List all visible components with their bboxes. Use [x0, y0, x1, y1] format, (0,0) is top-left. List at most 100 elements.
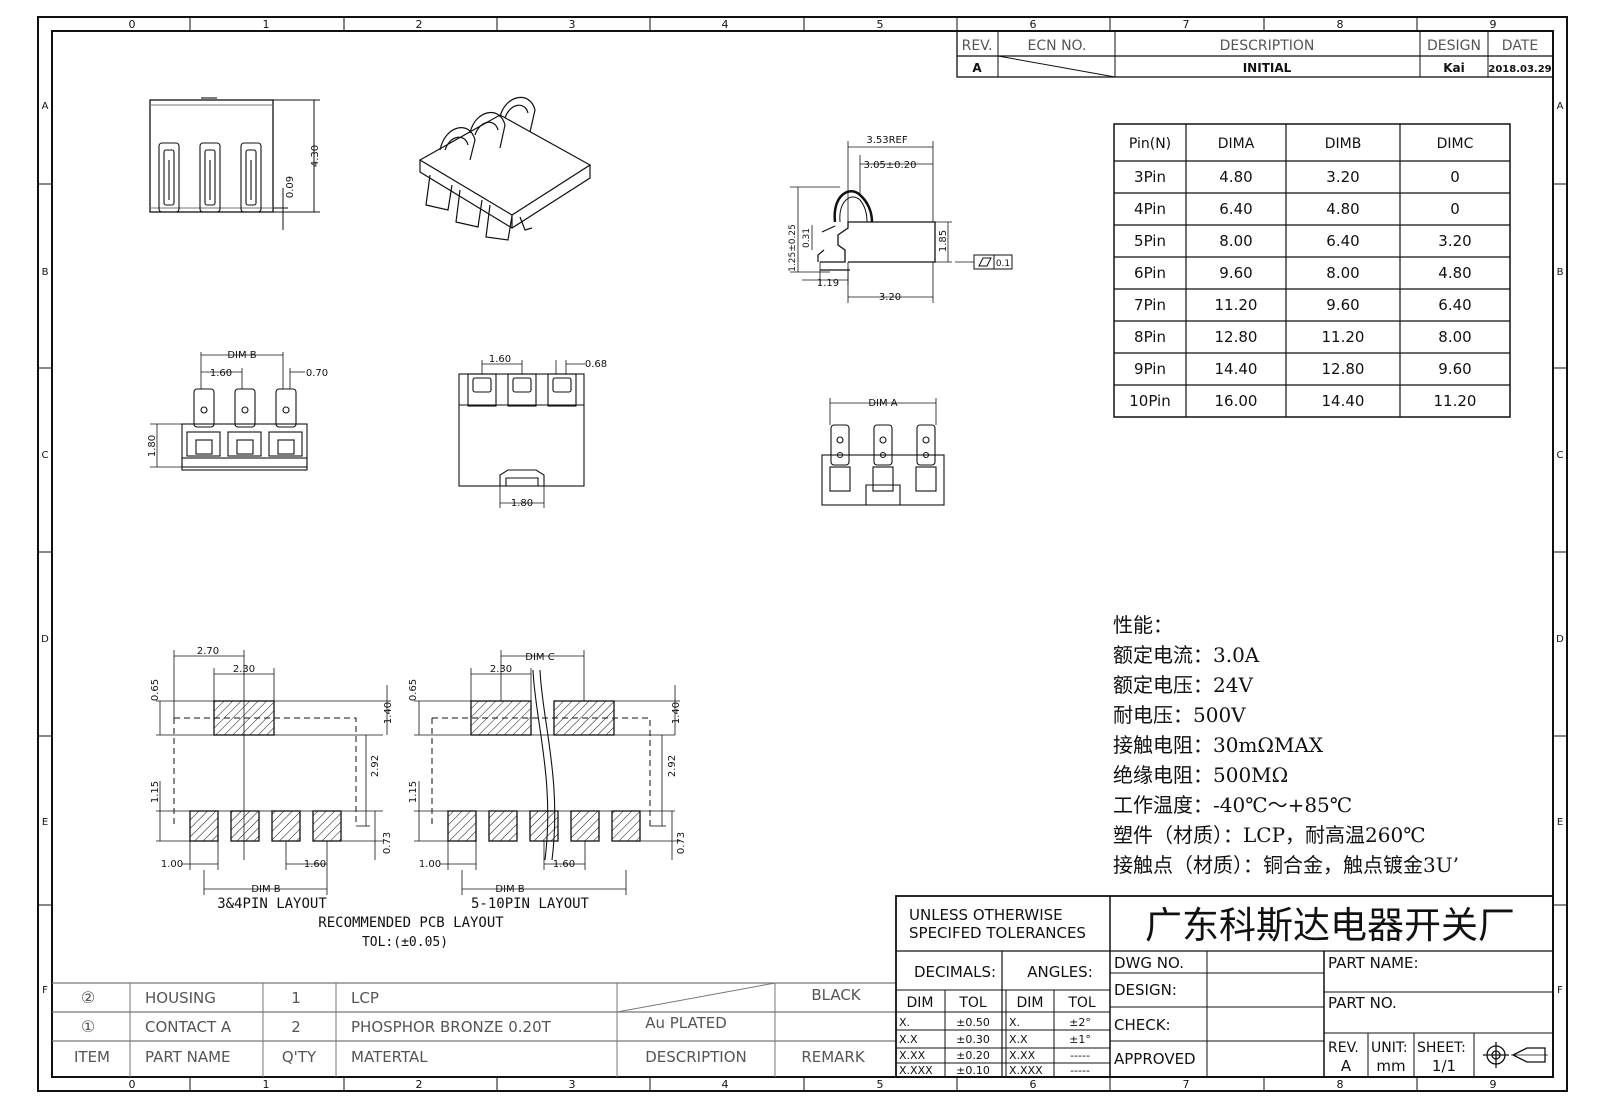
approved-label: APPROVED: [1114, 1050, 1196, 1068]
layout-caption: 3&4PIN LAYOUT: [217, 896, 327, 912]
decimals-label: DECIMALS:: [914, 963, 996, 981]
dim-label: 1.40: [383, 702, 394, 724]
zone-row-label: C: [1557, 450, 1564, 461]
table-header-cell: DIMA: [1218, 136, 1255, 152]
design-label: DESIGN:: [1114, 981, 1177, 999]
dim-label: 1.00: [161, 859, 183, 870]
company-name: 广东科斯达电器开关厂: [1145, 904, 1515, 947]
bom-header-remark: REMARK: [801, 1048, 866, 1066]
table-cell: 4Pin: [1134, 200, 1166, 218]
ang-dim: X.X: [1009, 1033, 1028, 1046]
dim-label: 3.20: [879, 292, 901, 303]
table-cell: 0: [1450, 200, 1460, 218]
dim-label: 1.60: [304, 859, 326, 870]
bom-qty: 2: [291, 1018, 301, 1036]
bom-qty: 1: [291, 989, 301, 1007]
description-header: DESCRIPTION: [1220, 38, 1315, 54]
front-view-left-dims: DIM B 1.60 0.70 1.80: [147, 350, 328, 457]
rev-label: REV.: [1328, 1040, 1359, 1056]
bom-material: PHOSPHOR BRONZE 0.20T: [351, 1018, 552, 1036]
table-cell: 0: [1450, 168, 1460, 186]
zone-col-label: 6: [1030, 18, 1037, 31]
dim-label: DIM B: [495, 884, 524, 895]
table-cell: 9.60: [1438, 360, 1471, 378]
spec-line: 接触点（材质）：铜合金，触点镀金3U’: [1113, 853, 1459, 877]
zone-row-label: C: [42, 450, 49, 461]
bom-header-desc: DESCRIPTION: [645, 1048, 747, 1066]
zone-col-label: 7: [1183, 18, 1190, 31]
revision-block: REV. ECN NO. DESCRIPTION DESIGN DATE A I…: [956, 30, 1554, 78]
dim-label: 0.73: [382, 832, 393, 854]
side-view: [790, 141, 1013, 303]
table-border: [1113, 123, 1511, 418]
pcb-tolerance: TOL:(±0.05): [362, 935, 448, 950]
dim-label: 1.80: [511, 498, 533, 509]
zone-row-label: F: [42, 985, 48, 996]
pcb-layout-title: RECOMMENDED PCB LAYOUT: [318, 915, 504, 931]
design-value: Kai: [1443, 61, 1465, 75]
table-cell: 8.00: [1438, 328, 1471, 346]
table-header-cell: DIMB: [1325, 136, 1362, 152]
spec-line: 塑件（材质）：LCP，耐高温260℃: [1113, 823, 1426, 847]
dec-dim: X.X: [899, 1033, 918, 1046]
table-cell: 10Pin: [1129, 392, 1170, 410]
tol-header: TOL: [958, 995, 987, 1011]
zone-col-ticks: [38, 17, 1567, 1091]
performance-specs: 性能：额定电流：3.0A额定电压：24V耐电压：500V接触电阻：30mΩMAX…: [1113, 613, 1459, 877]
bom-header-qty: Q'TY: [282, 1048, 317, 1066]
dim-header: DIM: [907, 995, 934, 1011]
bom-header-material: MATERTAL: [351, 1048, 428, 1066]
dim-header: DIM: [1017, 995, 1044, 1011]
table-cell: 6Pin: [1134, 264, 1166, 282]
zone-row-label: A: [1557, 101, 1564, 112]
dec-dim: X.XX: [899, 1049, 926, 1062]
zone-row-label: F: [1557, 985, 1563, 996]
sheet-value: 1/1: [1432, 1057, 1456, 1075]
table-cell: 11.20: [1215, 296, 1258, 314]
design-header: DESIGN: [1427, 38, 1481, 54]
isometric-view: [418, 96, 592, 241]
rev-value: A: [1341, 1057, 1352, 1075]
zone-col-label: 8: [1337, 18, 1344, 31]
sheet-label: SHEET:: [1417, 1040, 1466, 1056]
dec-dim: X.XXX: [899, 1064, 933, 1077]
table-cell: 4.80: [1438, 264, 1471, 282]
dim-label: DIM B: [251, 884, 280, 895]
ang-dim: X.: [1009, 1016, 1020, 1029]
table-cell: 12.80: [1215, 328, 1258, 346]
pcb-layout-right: DIM C 2.30 0.65 1.40 2.92 1.15 0.73 1.00…: [408, 650, 687, 912]
zone-row-label: E: [42, 817, 48, 828]
pcb-layout-left: 2.70 2.30 0.65 1.40 2.92 1.15 0.73 1.00 …: [150, 646, 394, 912]
check-label: CHECK:: [1114, 1016, 1171, 1034]
ang-tol: ±1°: [1069, 1033, 1091, 1046]
table-cell: 4.80: [1326, 200, 1359, 218]
zone-row-label: B: [1557, 267, 1564, 278]
dim-label: 1.80: [147, 435, 158, 457]
dim-label: 2.92: [667, 755, 678, 777]
zone-col-label: 5: [877, 18, 884, 31]
sheet-border: [37, 16, 1568, 1092]
dim-label: 1.60: [489, 354, 511, 365]
zone-row-label: E: [1557, 817, 1563, 828]
zone-col-label: 5: [877, 1078, 884, 1091]
table-cell: 11.20: [1322, 328, 1365, 346]
dim-label: 1.00: [419, 859, 441, 870]
description-value: INITIAL: [1243, 61, 1292, 75]
dim-label: 0.65: [408, 679, 419, 701]
dec-tol: ±0.30: [956, 1033, 990, 1046]
dec-dim: X.: [899, 1016, 910, 1029]
dim-label: 3.53REF: [866, 135, 908, 146]
zone-col-labels-bottom: 0 1 2 3 4 5 6 7 8 9: [129, 1078, 1497, 1091]
zone-col-label: 4: [722, 1078, 729, 1091]
front-view-middle: [458, 360, 585, 508]
dim-label: 0.70: [306, 368, 328, 379]
table-cell: 14.40: [1215, 360, 1258, 378]
date-value: 2018.03.29: [1488, 64, 1551, 75]
zone-col-label: 3: [569, 1078, 576, 1091]
spec-line: 绝缘电阻：500MΩ: [1113, 763, 1288, 787]
ang-tol: -----: [1070, 1049, 1090, 1062]
zone-col-label: 1: [263, 1078, 270, 1091]
table-cell: 14.40: [1322, 392, 1365, 410]
zone-row-label: D: [41, 634, 49, 645]
